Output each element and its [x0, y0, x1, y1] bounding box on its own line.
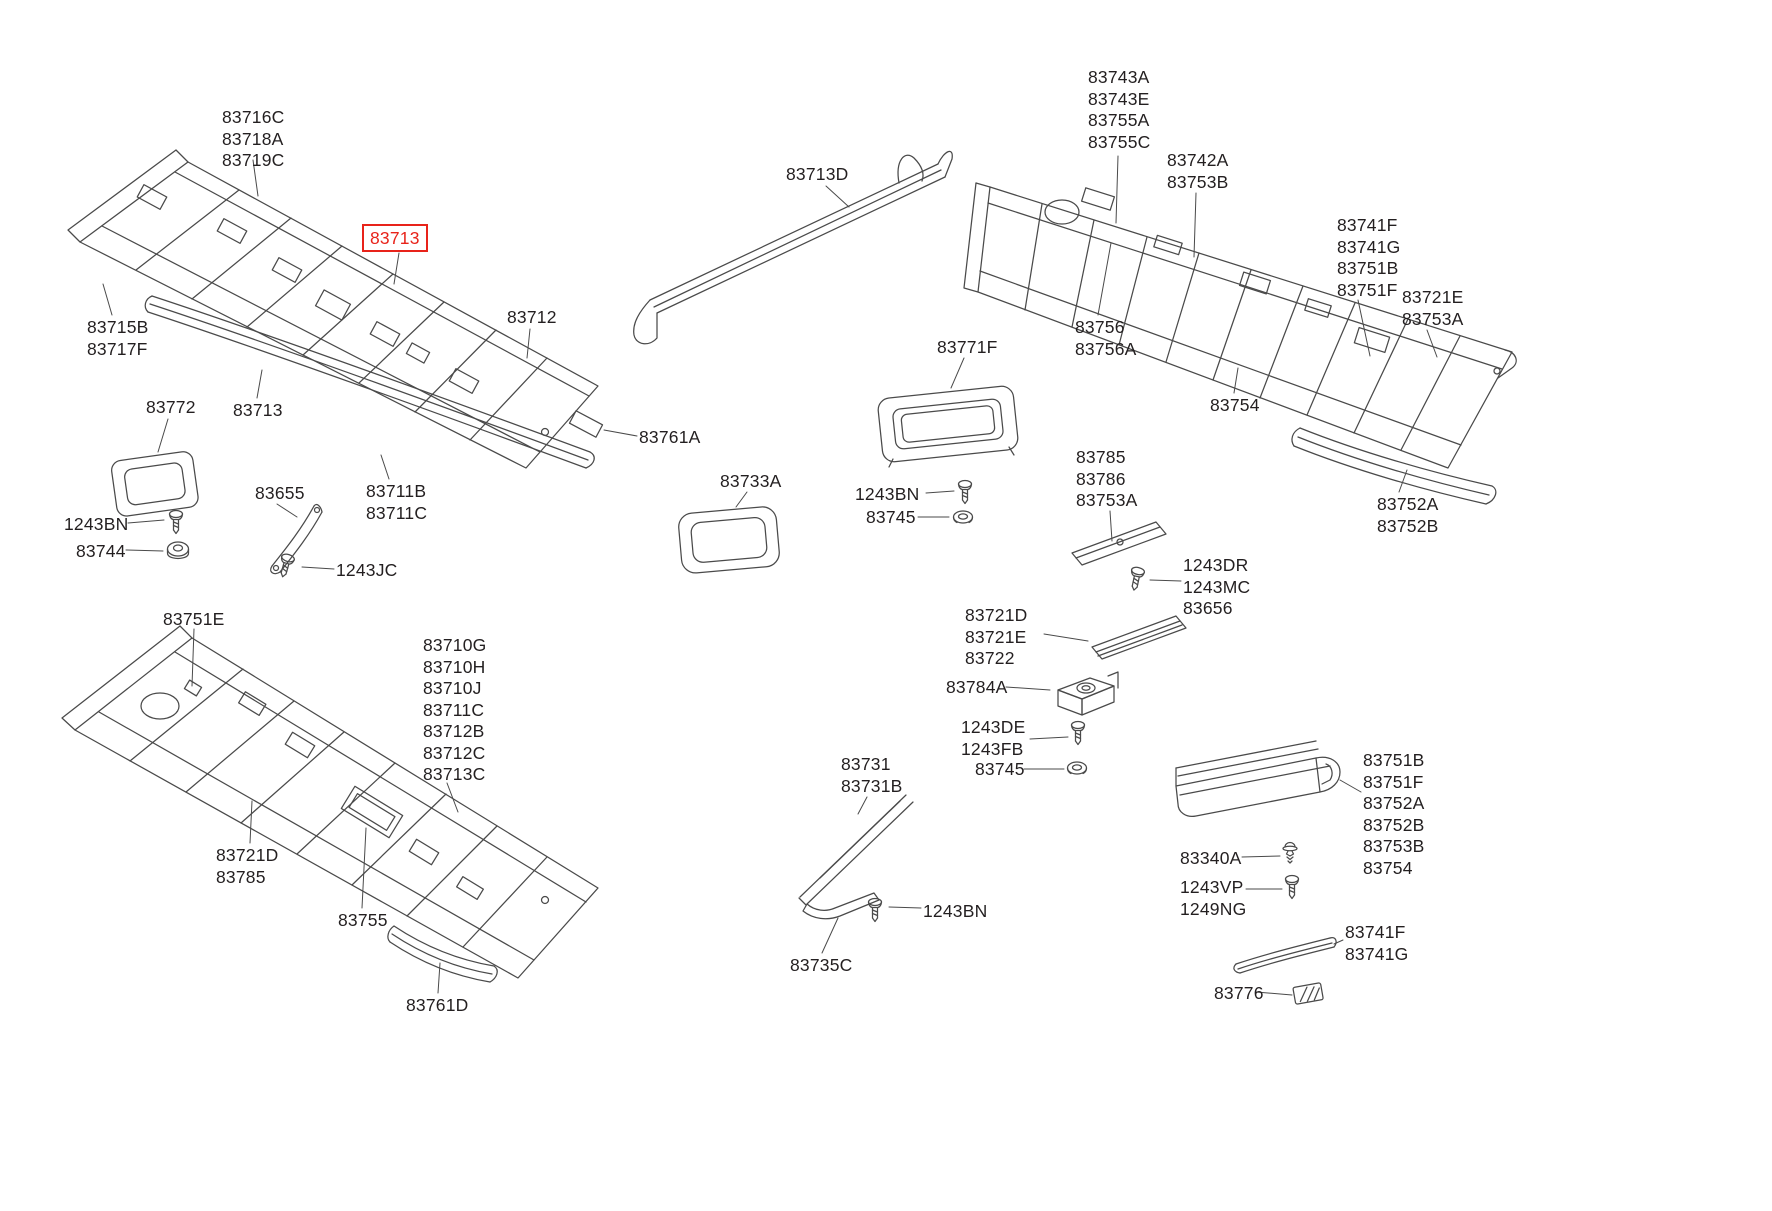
- part-label-1243bn[interactable]: 1243BN: [64, 514, 129, 534]
- part-label-1243vp[interactable]: 1243VP 1249NG: [1180, 877, 1247, 919]
- garnish-ring-83733a: [678, 506, 780, 574]
- roof-rail-83713d: [633, 150, 953, 345]
- part-label-83776[interactable]: 83776: [1214, 983, 1264, 1003]
- part-label-83713d[interactable]: 83713D: [786, 164, 849, 184]
- part-label-83761a[interactable]: 83761A: [639, 427, 701, 447]
- part-label-83721d[interactable]: 83721D 83785: [216, 845, 279, 887]
- part-label-83741f[interactable]: 83741F 83741G: [1345, 922, 1409, 964]
- part-label-83741f[interactable]: 83741F 83741G 83751B 83751F: [1337, 215, 1401, 300]
- part-label-83745[interactable]: 83745: [975, 759, 1025, 779]
- channel-rails-group: [1057, 521, 1187, 716]
- part-label-1243jc[interactable]: 1243JC: [336, 560, 398, 580]
- roof-panel-top-right: [963, 182, 1517, 505]
- part-label-83745[interactable]: 83745: [866, 507, 916, 527]
- part-label-1243bn[interactable]: 1243BN: [855, 484, 920, 504]
- part-label-83743a[interactable]: 83743A 83743E 83755A 83755C: [1088, 67, 1151, 152]
- roof-panel-top-left: [67, 149, 604, 469]
- part-label-83752a[interactable]: 83752A 83752B: [1377, 494, 1439, 536]
- part-label-83742a[interactable]: 83742A 83753B: [1167, 150, 1229, 192]
- part-label-83731[interactable]: 83731 83731B: [841, 754, 903, 796]
- weatherstrip-83741f: [1233, 936, 1337, 974]
- part-label-83735c[interactable]: 83735C: [790, 955, 853, 975]
- roof-panel-bottom-left: [61, 625, 599, 983]
- part-label-83751e[interactable]: 83751E: [163, 609, 225, 629]
- part-label-83711b[interactable]: 83711B 83711C: [366, 481, 428, 523]
- garnish-ring-83772: [111, 451, 199, 517]
- part-label-83713[interactable]: 83713: [362, 224, 428, 252]
- part-label-83772[interactable]: 83772: [146, 397, 196, 417]
- side-trim-83731: [798, 794, 914, 920]
- part-label-83754[interactable]: 83754: [1210, 395, 1260, 415]
- part-label-83721d[interactable]: 83721D 83721E 83722: [965, 605, 1028, 668]
- part-label-83716c[interactable]: 83716C 83718A 83719C: [222, 107, 285, 170]
- pad-83776: [1292, 982, 1324, 1005]
- roof-channel-83751b: [1175, 740, 1341, 818]
- part-label-83751b[interactable]: 83751B 83751F 83752A 83752B 83753B 83754: [1363, 750, 1425, 878]
- part-label-83784a[interactable]: 83784A: [946, 677, 1008, 697]
- part-label-1243dr[interactable]: 1243DR 1243MC 83656: [1183, 555, 1251, 618]
- part-label-83785[interactable]: 83785 83786 83753A: [1076, 447, 1138, 510]
- part-label-1243de[interactable]: 1243DE 1243FB: [961, 717, 1026, 759]
- part-label-83755[interactable]: 83755: [338, 910, 388, 930]
- part-label-83761d[interactable]: 83761D: [406, 995, 469, 1015]
- part-label-83655[interactable]: 83655: [255, 483, 305, 503]
- part-label-1243bn[interactable]: 1243BN: [923, 901, 988, 921]
- part-label-83712[interactable]: 83712: [507, 307, 557, 327]
- part-label-83721e[interactable]: 83721E 83753A: [1402, 287, 1464, 329]
- part-label-83340a[interactable]: 83340A: [1180, 848, 1242, 868]
- part-label-83744[interactable]: 83744: [76, 541, 126, 561]
- part-label-83733a[interactable]: 83733A: [720, 471, 782, 491]
- leader-lines: [102, 155, 1438, 996]
- part-label-83756[interactable]: 83756 83756A: [1075, 317, 1137, 359]
- sunroof-frame-83771f: [877, 385, 1019, 468]
- part-label-83713[interactable]: 83713: [233, 400, 283, 420]
- part-label-83710g[interactable]: 83710G 83710H 83710J 83711C 83712B 83712…: [423, 635, 487, 784]
- part-label-83715b[interactable]: 83715B 83717F: [87, 317, 149, 359]
- part-label-83771f[interactable]: 83771F: [937, 337, 998, 357]
